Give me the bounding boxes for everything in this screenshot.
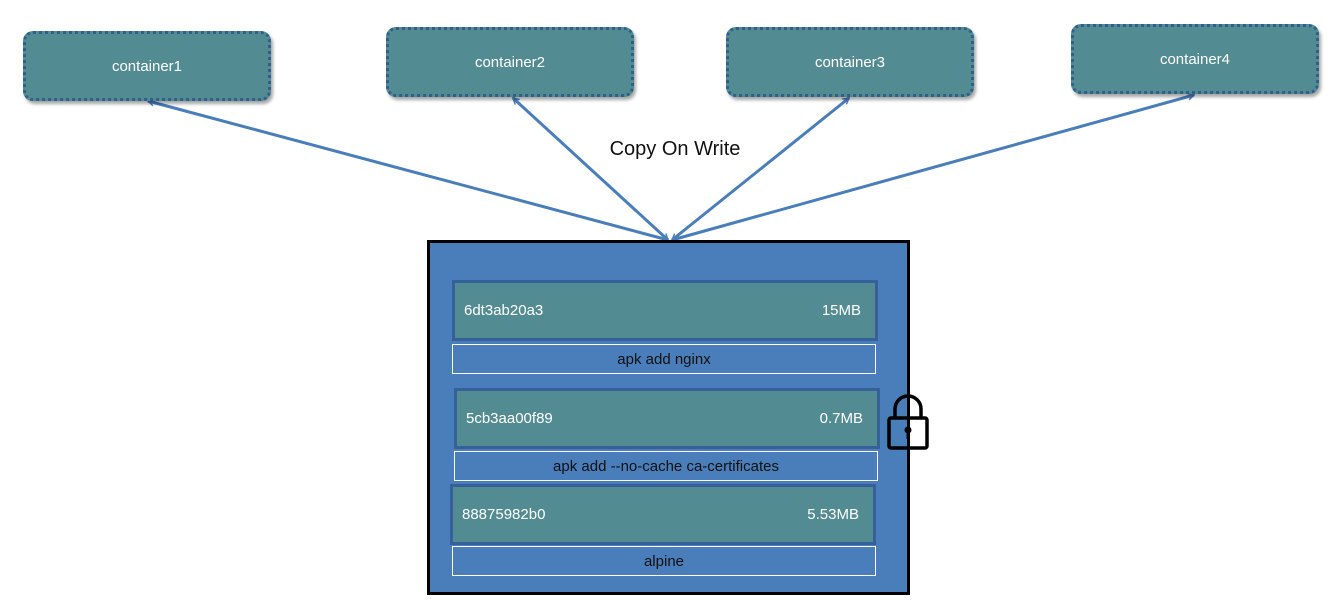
container3-label: container3 (814, 53, 886, 71)
layer-id: 5cb3aa00f89 (466, 410, 553, 427)
container3-box: container3 (726, 27, 974, 97)
container4-box: container4 (1071, 24, 1319, 94)
layer-size: 0.7MB (819, 410, 863, 427)
arrow-container4 (672, 95, 1194, 240)
layer-id: 6dt3ab20a3 (464, 302, 544, 319)
container1-label: container1 (111, 57, 183, 75)
layer-row: 88875982b0 5.53MB (450, 484, 876, 545)
lock-icon (887, 394, 929, 450)
image-layers-box: 6dt3ab20a3 15MB apk add nginx 5cb3aa00f8… (427, 240, 910, 595)
container2-label: container2 (474, 53, 546, 71)
container2-box: container2 (386, 27, 634, 97)
layer-size: 5.53MB (807, 506, 859, 523)
container1-box: container1 (23, 31, 271, 101)
arrow-container3 (672, 96, 849, 242)
container4-label: container4 (1159, 50, 1231, 68)
layer-id: 88875982b0 (462, 506, 546, 523)
layer-command: apk add --no-cache ca-certificates (454, 451, 878, 481)
layer-size: 15MB (821, 302, 861, 319)
layer-row: 5cb3aa00f89 0.7MB (454, 388, 880, 449)
layer-command: alpine (452, 546, 876, 576)
arrow-container2 (513, 96, 668, 242)
layer-row: 6dt3ab20a3 15MB (452, 280, 878, 341)
layer-command: apk add nginx (452, 344, 876, 374)
arrow-container1 (148, 101, 668, 240)
copy-on-write-label: Copy On Write (609, 138, 741, 160)
